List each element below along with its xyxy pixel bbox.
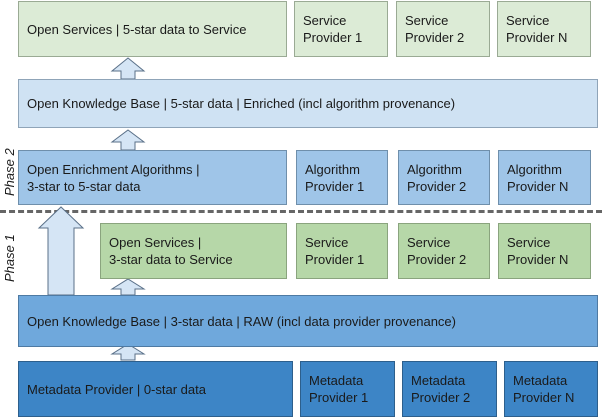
open-services-5star-box: Open Services | 5-star data to Service [18,1,287,57]
arrow-metadata-to-okb-raw [110,343,146,361]
service-provider-n-3star-label: Service Provider N [507,235,569,267]
service-provider-1-3star-label: Service Provider 1 [305,235,365,267]
arrow-okb-enriched-to-services [110,57,146,80]
metadata-provider-box: Metadata Provider | 0-star data [18,361,293,417]
metadata-provider-1-label: Metadata Provider 1 [309,373,369,405]
metadata-provider-n-label: Metadata Provider N [513,373,575,405]
service-provider-2-3star-label: Service Provider 2 [407,235,467,267]
service-provider-n-label: Service Provider N [506,13,568,45]
phase-divider [0,210,602,213]
open-services-3star-box: Open Services | 3-star data to Service [100,223,287,279]
okb-raw-box: Open Knowledge Base | 3-star data | RAW … [18,295,598,347]
algorithm-provider-n-label: Algorithm Provider N [507,161,569,194]
metadata-provider-n-box: Metadata Provider N [504,361,598,417]
enrichment-algorithms-box: Open Enrichment Algorithms | 3-star to 5… [18,150,287,205]
algorithm-provider-2-box: Algorithm Provider 2 [398,150,490,205]
metadata-provider-label: Metadata Provider | 0-star data [27,381,206,397]
arrow-okb-raw-to-services [110,278,146,296]
service-provider-2-3star-box: Service Provider 2 [398,223,490,279]
service-provider-2-label: Service Provider 2 [405,13,465,45]
service-provider-n-3star-box: Service Provider N [498,223,591,279]
metadata-provider-2-box: Metadata Provider 2 [402,361,497,417]
open-services-5star-label: Open Services | 5-star data to Service [27,21,247,37]
algorithm-provider-1-box: Algorithm Provider 1 [296,150,388,205]
okb-enriched-box: Open Knowledge Base | 5-star data | Enri… [18,79,598,128]
arrow-okb-raw-to-algorithms [37,206,85,296]
service-provider-1-3star-box: Service Provider 1 [296,223,388,279]
okb-enriched-label: Open Knowledge Base | 5-star data | Enri… [27,96,456,111]
enrichment-algorithms-label: Open Enrichment Algorithms | 3-star to 5… [27,161,200,194]
service-provider-1-label: Service Provider 1 [303,13,363,45]
service-provider-2-box: Service Provider 2 [396,1,490,57]
algorithm-provider-1-label: Algorithm Provider 1 [305,161,365,194]
metadata-provider-1-box: Metadata Provider 1 [300,361,395,417]
service-provider-n-box: Service Provider N [497,1,591,57]
okb-raw-label: Open Knowledge Base | 3-star data | RAW … [27,313,456,329]
algorithm-provider-n-box: Algorithm Provider N [498,150,591,205]
arrow-algorithms-to-okb-enriched [110,129,146,151]
metadata-provider-2-label: Metadata Provider 2 [411,373,471,405]
algorithm-provider-2-label: Algorithm Provider 2 [407,161,467,194]
open-services-3star-label: Open Services | 3-star data to Service [109,235,233,267]
service-provider-1-box: Service Provider 1 [294,1,388,57]
